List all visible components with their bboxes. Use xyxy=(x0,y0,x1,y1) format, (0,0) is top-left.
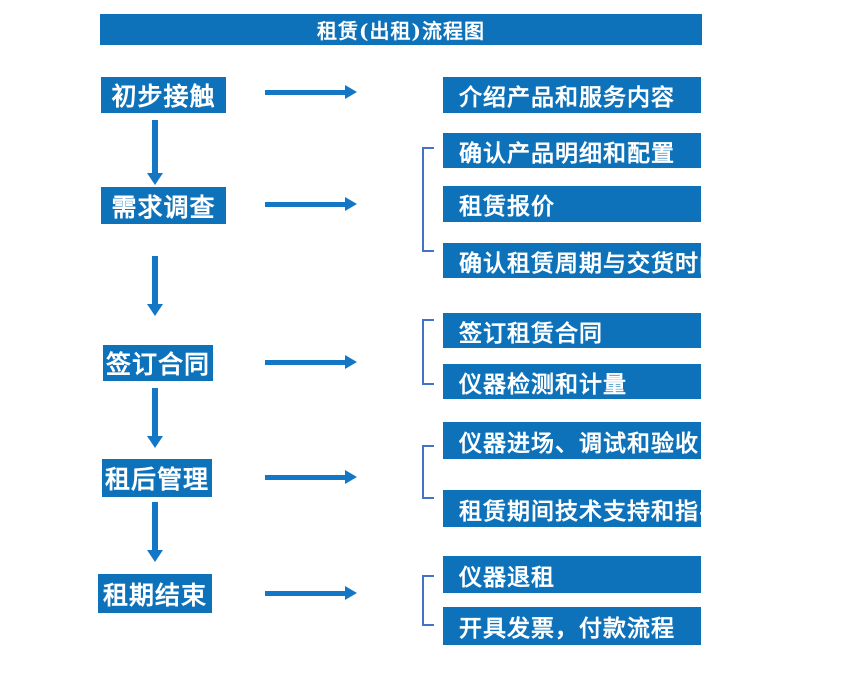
down-arrow-icon-1 xyxy=(147,120,163,185)
bracket-group-demand-survey xyxy=(422,147,434,252)
bracket-group-sign-contract xyxy=(422,319,434,385)
right-arrow-icon-5 xyxy=(265,586,357,600)
detail-box-invoice-payment: 开具发票，付款流程 xyxy=(443,607,701,645)
detail-box-rental-quote: 租赁报价 xyxy=(443,186,701,222)
down-arrow-icon-3 xyxy=(147,388,163,448)
detail-box-instrument-testing: 仪器检测和计量 xyxy=(443,364,701,399)
bracket-group-lease-end xyxy=(422,575,434,626)
step-box-post-rental-management: 租后管理 xyxy=(102,459,212,497)
right-arrow-icon-1 xyxy=(265,85,357,99)
detail-box-instrument-setup-acceptance: 仪器进场、调试和验收 xyxy=(443,422,701,459)
detail-box-confirm-product-config: 确认产品明细和配置 xyxy=(443,133,701,168)
step-box-sign-contract: 签订合同 xyxy=(103,345,213,381)
detail-box-tech-support: 租赁期间技术支持和指导 xyxy=(443,490,701,527)
detail-box-introduce-products: 介绍产品和服务内容 xyxy=(443,77,701,113)
step-box-lease-end: 租期结束 xyxy=(98,574,212,613)
detail-box-confirm-period-delivery: 确认租赁周期与交货时间 xyxy=(443,243,701,278)
step-box-demand-survey: 需求调查 xyxy=(101,187,226,224)
diagram-title: 租赁(出租)流程图 xyxy=(100,14,702,45)
bracket-group-post-rental xyxy=(422,445,434,499)
down-arrow-icon-4 xyxy=(147,502,163,562)
right-arrow-icon-4 xyxy=(265,470,357,484)
down-arrow-icon-2 xyxy=(147,256,163,316)
detail-box-sign-rental-contract: 签订租赁合同 xyxy=(443,313,701,348)
detail-box-instrument-return: 仪器退租 xyxy=(443,556,701,593)
right-arrow-icon-2 xyxy=(265,197,357,211)
step-box-initial-contact: 初步接触 xyxy=(101,77,226,113)
right-arrow-icon-3 xyxy=(265,355,357,369)
